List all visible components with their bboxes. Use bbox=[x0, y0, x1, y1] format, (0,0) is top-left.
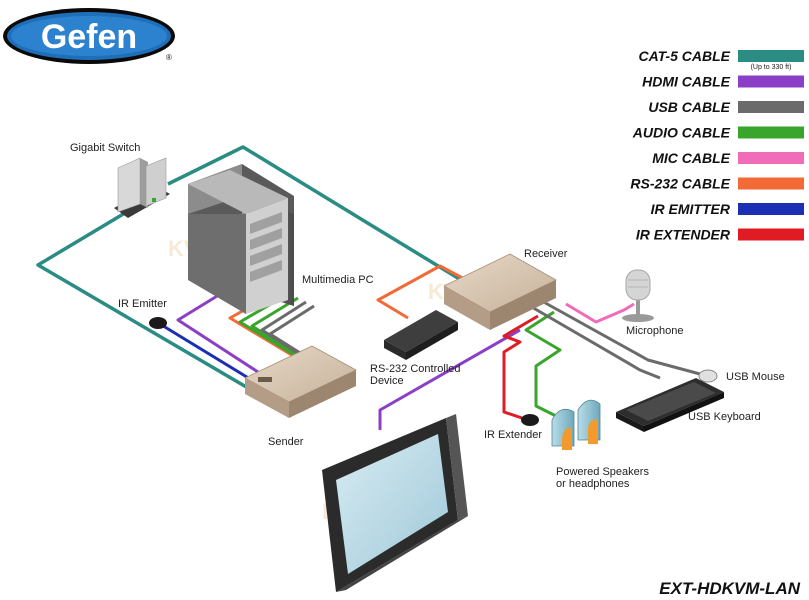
legend-swatch bbox=[738, 228, 804, 241]
label-multimedia-pc: Multimedia PC bbox=[302, 274, 374, 286]
cat5-cable bbox=[36, 145, 467, 390]
label-usb-keyboard: USB Keyboard bbox=[688, 411, 761, 423]
label-usb-mouse: USB Mouse bbox=[726, 371, 785, 383]
label-ir-emitter: IR Emitter bbox=[118, 298, 167, 310]
gigabit-switch bbox=[114, 157, 170, 218]
gefen-logo: Gefen ® bbox=[3, 8, 175, 64]
legend-label: IR EMITTER bbox=[651, 201, 731, 217]
label-rs232-line2: Device bbox=[370, 375, 404, 387]
ir-emitter-device bbox=[149, 317, 167, 329]
label-rs232-line1: RS-232 Controlled bbox=[370, 363, 461, 375]
logo-registered: ® bbox=[166, 53, 172, 62]
usb-mouse-device bbox=[698, 369, 718, 383]
label-gigabit-switch: Gigabit Switch bbox=[70, 142, 140, 154]
label-sender: Sender bbox=[268, 436, 304, 448]
legend-swatch bbox=[738, 203, 804, 215]
cable-legend: CAT-5 CABLE (Up to 330 ft) HDMI CABLE USB C… bbox=[630, 48, 804, 243]
label-receiver: Receiver bbox=[524, 248, 568, 260]
legend-note: (Up to 330 ft) bbox=[751, 64, 792, 71]
legend-swatch bbox=[738, 101, 804, 113]
legend-swatch bbox=[738, 152, 804, 164]
legend-item: RS-232 CABLE bbox=[630, 176, 804, 192]
multimedia-pc bbox=[188, 164, 294, 314]
legend-label: HDMI CABLE bbox=[642, 74, 731, 90]
legend-label: IR EXTENDER bbox=[636, 227, 731, 243]
label-speakers-line1: Powered Speakers bbox=[556, 466, 649, 478]
label-microphone: Microphone bbox=[626, 325, 683, 337]
legend-label: USB CABLE bbox=[648, 99, 730, 115]
model-name: EXT-HDKVM-LAN bbox=[659, 579, 800, 598]
sender-unit bbox=[244, 345, 357, 418]
legend-item: IR EXTENDER bbox=[636, 227, 804, 243]
legend-item: MIC CABLE bbox=[652, 150, 804, 166]
legend-swatch bbox=[738, 177, 804, 190]
hdmi-display bbox=[322, 414, 468, 592]
ir-extender-device bbox=[521, 414, 539, 426]
legend-swatch bbox=[738, 126, 804, 139]
legend-label: RS-232 CABLE bbox=[630, 176, 730, 192]
label-speakers-line2: or headphones bbox=[556, 478, 630, 490]
legend-swatch bbox=[738, 75, 804, 88]
legend-label: MIC CABLE bbox=[652, 150, 730, 166]
receiver-unit bbox=[443, 253, 557, 330]
legend-item: AUDIO CABLE bbox=[632, 125, 804, 141]
legend-label: CAT-5 CABLE bbox=[638, 48, 730, 64]
legend-swatch bbox=[738, 50, 804, 62]
speakers-device bbox=[551, 399, 601, 450]
legend-item: IR EMITTER bbox=[651, 201, 804, 217]
usb-keyboard-device bbox=[616, 378, 724, 432]
legend-item: CAT-5 CABLE (Up to 330 ft) bbox=[638, 48, 804, 71]
logo-text: Gefen bbox=[41, 18, 137, 56]
legend-item: USB CABLE bbox=[648, 99, 804, 115]
legend-label: AUDIO CABLE bbox=[632, 125, 731, 141]
receiver-cables bbox=[376, 264, 701, 430]
label-ir-extender: IR Extender bbox=[484, 429, 542, 441]
legend-item: HDMI CABLE bbox=[642, 74, 804, 90]
microphone-device bbox=[622, 269, 654, 322]
rs232-device bbox=[384, 310, 458, 360]
